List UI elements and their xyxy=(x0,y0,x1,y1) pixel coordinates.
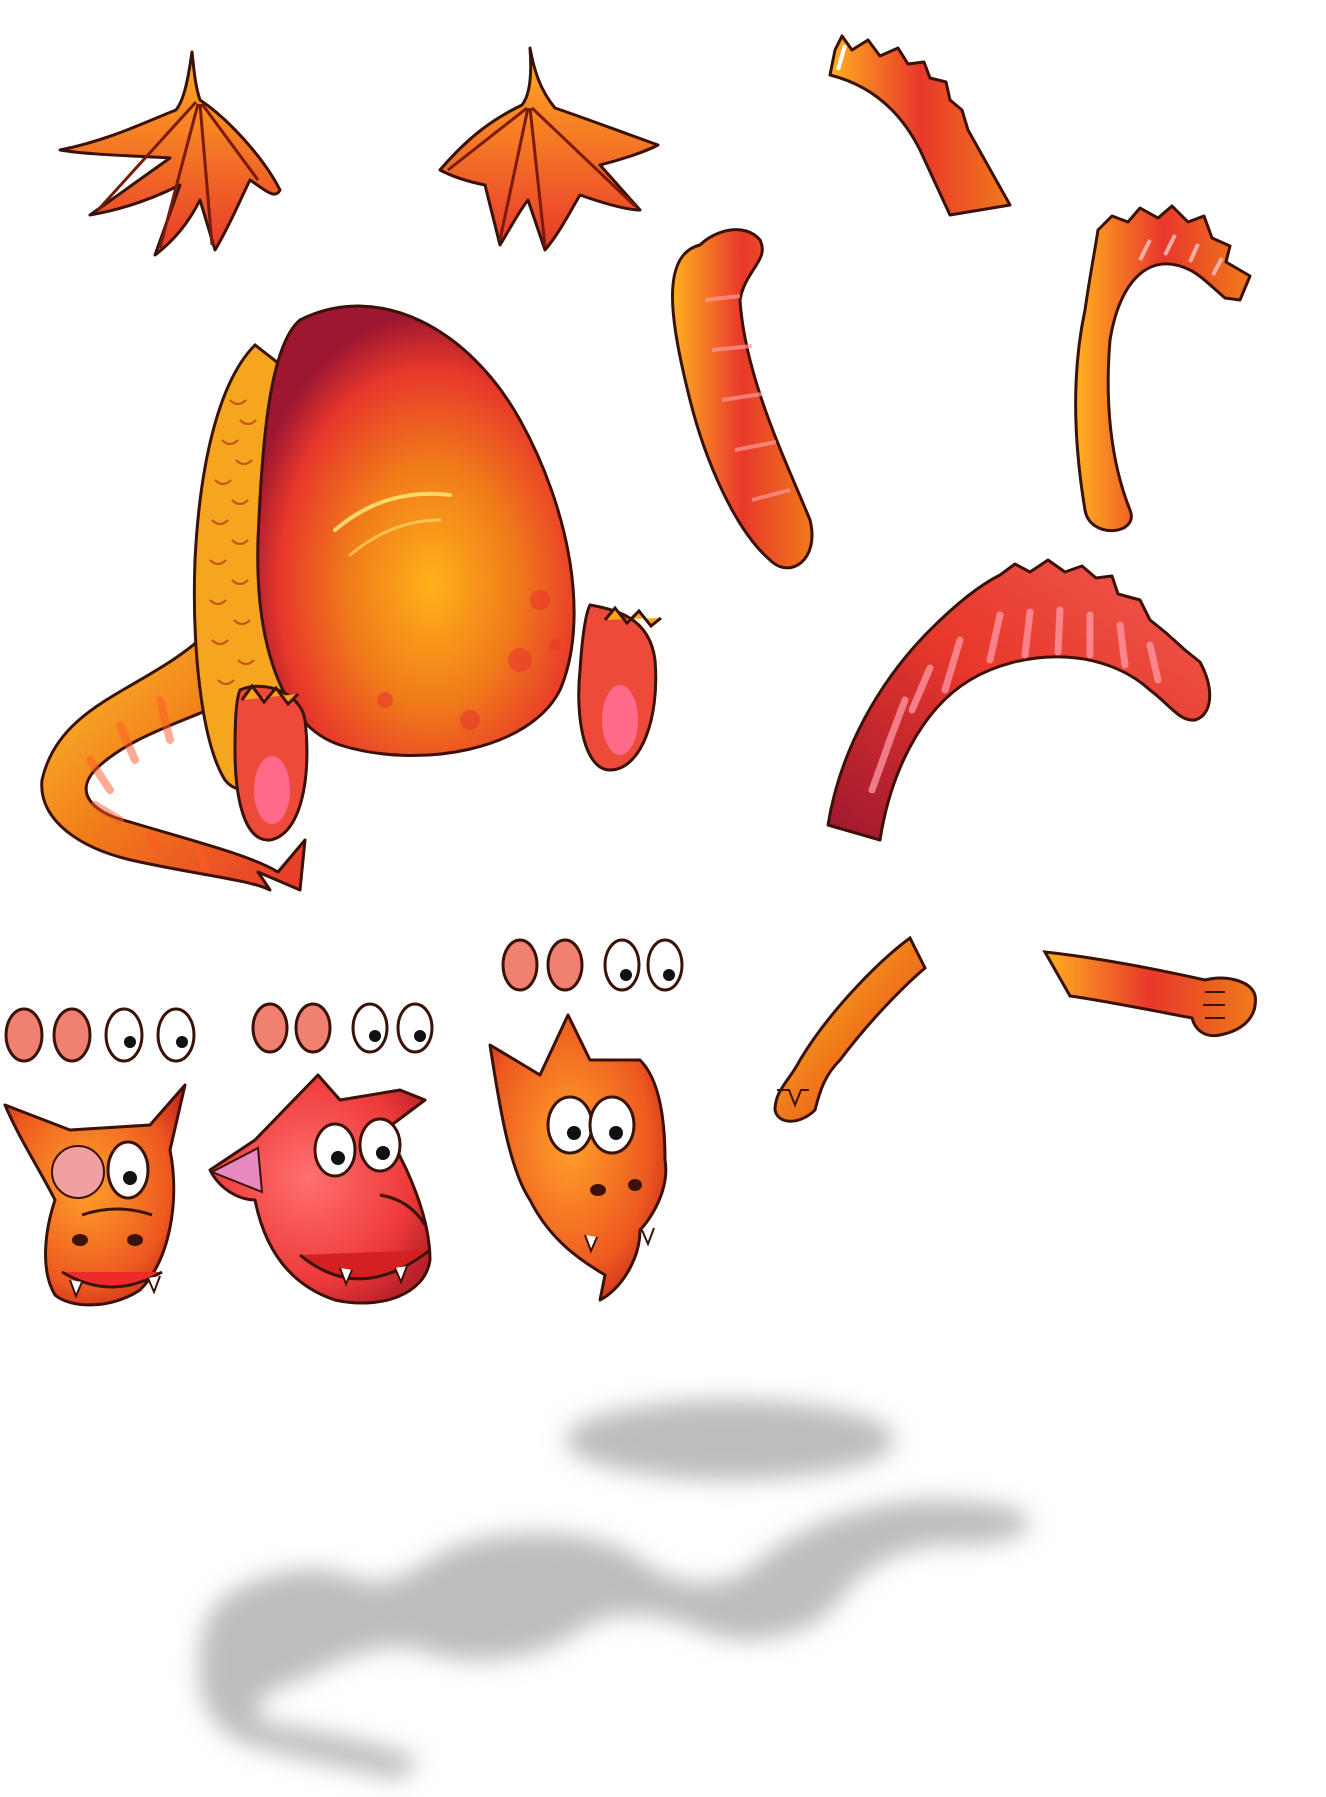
neck-long-arch-sprite[interactable] xyxy=(826,558,1212,842)
arm-down-sprite[interactable] xyxy=(773,935,927,1123)
neck-arched-sprite[interactable] xyxy=(1074,204,1252,533)
shadow-dragon-sprite[interactable] xyxy=(198,1500,1030,1780)
wing-left-sprite[interactable] xyxy=(58,50,282,257)
body-with-tail-sprite[interactable] xyxy=(40,304,662,892)
head-wink-sprite[interactable] xyxy=(3,1083,187,1307)
head-grin-sprite[interactable] xyxy=(208,1073,432,1305)
shadow-oval-sprite[interactable] xyxy=(565,1400,895,1480)
eye-set-1[interactable] xyxy=(4,1007,196,1063)
head-surprised-sprite[interactable] xyxy=(488,1013,668,1302)
arm-fist-sprite[interactable] xyxy=(1042,950,1257,1038)
neck-s-curve-sprite[interactable] xyxy=(671,228,814,570)
wing-right-sprite[interactable] xyxy=(438,46,660,252)
neck-short-sprite[interactable] xyxy=(828,34,1012,217)
eye-set-2[interactable] xyxy=(251,1002,434,1054)
eye-set-3[interactable] xyxy=(501,938,684,992)
